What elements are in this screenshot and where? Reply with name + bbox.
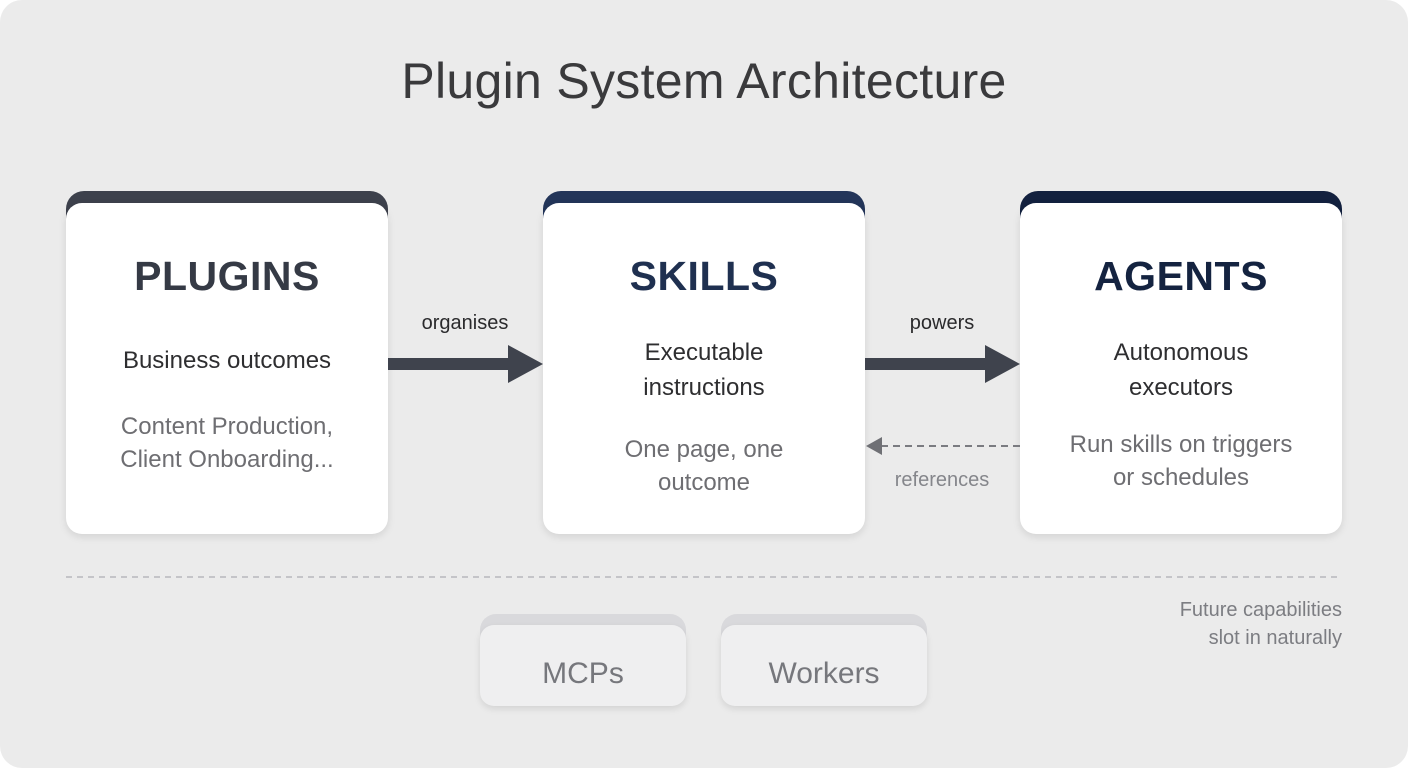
future-capabilities-note: Future capabilities slot in naturally	[1180, 596, 1342, 652]
powers-arrow-head	[985, 345, 1020, 383]
agents-description: Run skills on triggers or schedules	[1020, 428, 1342, 494]
skills-description-line: One page, one	[624, 436, 784, 463]
skills-subtitle-line: instructions	[643, 374, 765, 401]
skills-card-body: SKILLS Executable instructions One page,…	[543, 203, 865, 534]
plugins-card-body: PLUGINS Business outcomes Content Produc…	[66, 203, 388, 534]
organises-label: organises	[421, 312, 509, 334]
plugins-subtitle: Business outcomes	[122, 347, 332, 374]
skills-description: One page, one outcome	[543, 433, 865, 499]
organises-arrow-head	[508, 345, 543, 383]
references-arrow	[866, 437, 1020, 455]
agents-subtitle-line: executors	[1128, 374, 1234, 401]
skills-subtitle-line: Executable	[644, 339, 764, 366]
mcps-chip-body: MCPs	[480, 625, 686, 706]
skills-heading: SKILLS	[629, 253, 779, 299]
workers-chip-body: Workers	[721, 625, 927, 706]
agents-description-line: Run skills on triggers	[1069, 431, 1293, 458]
plugins-heading: PLUGINS	[134, 253, 320, 299]
skills-card: SKILLS Executable instructions One page,…	[543, 191, 865, 534]
organises-arrow-shaft	[388, 358, 512, 370]
plugins-description: Content Production, Client Onboarding...	[66, 410, 388, 476]
future-note-line: Future capabilities	[1179, 599, 1342, 621]
references-arrow-head	[866, 437, 882, 455]
agents-card: AGENTS Autonomous executors Run skills o…	[1020, 191, 1342, 534]
skills-subtitle: Executable instructions	[543, 335, 865, 405]
powers-arrow-shaft	[865, 358, 989, 370]
workers-label: Workers	[768, 657, 880, 690]
future-note-line: slot in naturally	[1208, 627, 1342, 649]
agents-card-body: AGENTS Autonomous executors Run skills o…	[1020, 203, 1342, 534]
powers-arrow	[865, 345, 1020, 383]
agents-subtitle: Autonomous executors	[1020, 335, 1342, 405]
organises-arrow	[388, 345, 543, 383]
skills-description-line: outcome	[657, 469, 751, 496]
workers-chip: Workers	[721, 614, 927, 706]
agents-subtitle-line: Autonomous	[1113, 339, 1249, 366]
mcps-label: MCPs	[542, 657, 624, 690]
plugins-card: PLUGINS Business outcomes Content Produc…	[66, 191, 388, 534]
plugins-description-line: Content Production,	[120, 413, 334, 440]
plugins-description-line: Client Onboarding...	[120, 446, 334, 473]
agents-heading: AGENTS	[1094, 253, 1268, 299]
mcps-chip: MCPs	[480, 614, 686, 706]
agents-description-line: or schedules	[1112, 464, 1250, 491]
powers-label: powers	[909, 312, 975, 334]
diagram-title: Plugin System Architecture	[401, 53, 1007, 109]
references-label: references	[894, 469, 990, 491]
